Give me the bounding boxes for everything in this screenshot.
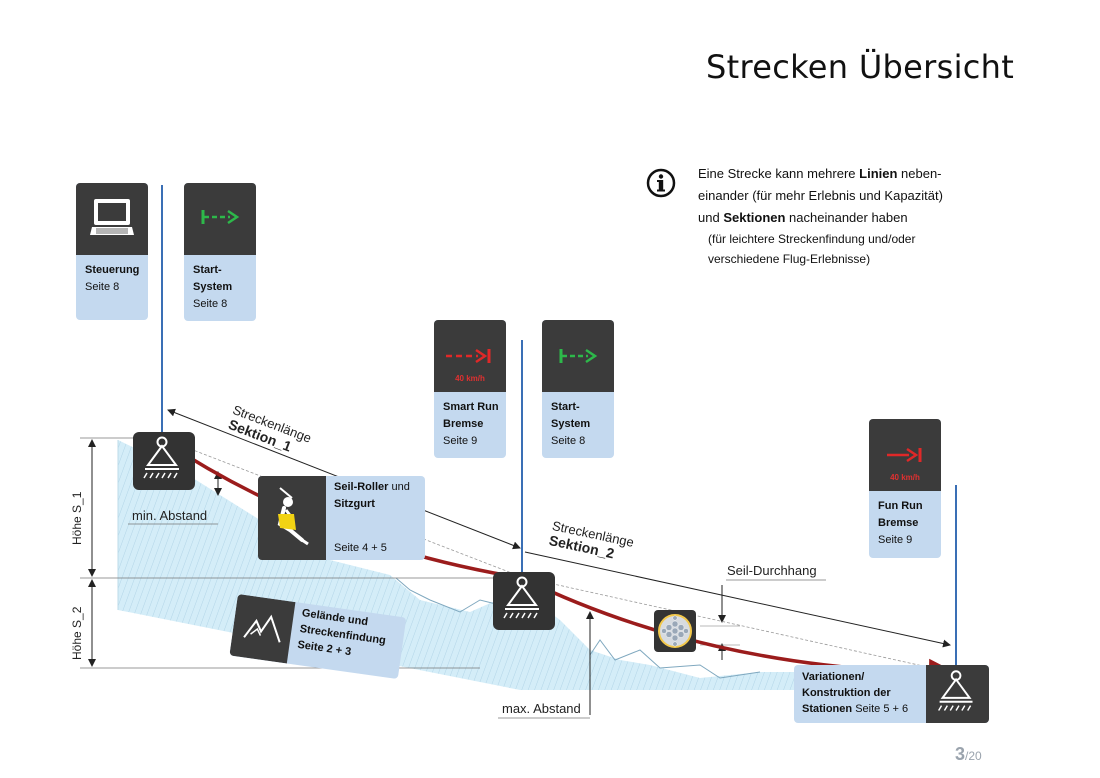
max-abstand-label: max. Abstand [502,701,581,716]
seil-durchhang-label: Seil-Durchhang [727,563,817,578]
start-arrow-icon [201,209,240,225]
card-seil-roller-page: Seite 4 + 5 [334,542,387,554]
computer-icon [90,199,134,235]
smart-run-speed: 40 km/h [455,374,485,383]
station-icon [938,670,973,711]
info-line-5: verschiedene Flug-Erlebnisse) [708,252,871,266]
cable-cross-section-icon [654,610,696,652]
start-arrow-icon [559,348,598,364]
rider-icon [277,487,309,546]
info-icon [646,168,676,198]
hoehe-s1-label: Höhe S_1 [70,491,84,545]
info-line-4: (für leichtere Streckenfindung und/oder [708,232,916,246]
hoehe-s2-label: Höhe S_2 [70,606,84,660]
fun-run-speed: 40 km/h [890,473,920,482]
brake-stop-icon [887,447,922,463]
info-line-2: einander (für mehr Erlebnis und Kapazitä… [698,188,943,203]
info-line-1: Eine Strecke kann mehrere Linien neben- [698,166,942,181]
station-middle-icon [493,572,555,630]
mountain-icon [243,614,281,643]
page-title: Strecken Übersicht [706,48,1015,86]
station-start-icon [133,432,195,490]
min-abstand-label: min. Abstand [132,508,208,523]
page-number: 3/20 [955,744,982,764]
info-line-3: und Sektionen nacheinander haben [698,210,908,225]
brake-arrow-icon [446,348,491,364]
